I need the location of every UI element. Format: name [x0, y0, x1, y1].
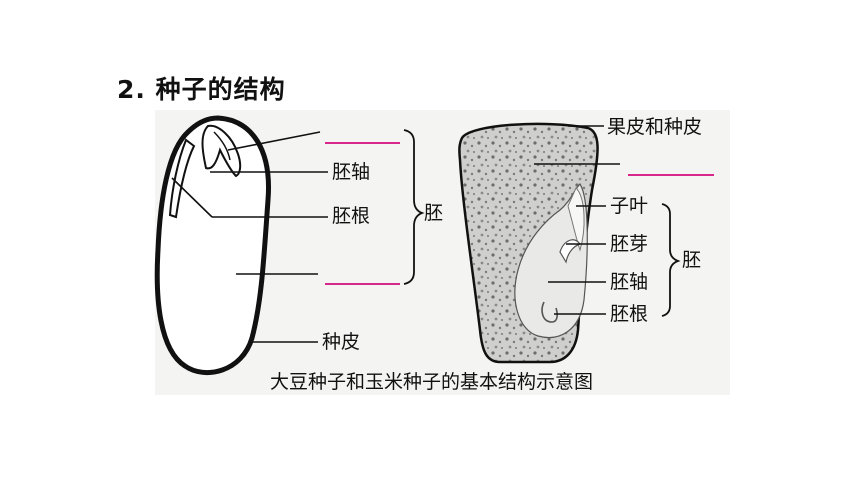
figure-caption: 大豆种子和玉米种子的基本结构示意图 — [270, 371, 593, 393]
corn-cotyledon — [567, 187, 585, 252]
soybean-plumule — [201, 124, 242, 178]
leader-plumule-blank — [227, 131, 321, 151]
soybean-outline — [154, 115, 272, 376]
corn-embryo — [514, 183, 588, 338]
label-soy-radicle: 胚根 — [332, 205, 370, 227]
bracket-soy-embryo — [403, 129, 425, 285]
bracket-corn-embryo — [661, 203, 681, 317]
label-pericarp-seed-coat: 果皮和种皮 — [607, 116, 702, 138]
label-corn-cotyledon: 子叶 — [610, 195, 648, 217]
label-soy-seed-coat: 种皮 — [322, 331, 360, 353]
label-soy-embryo: 胚 — [424, 202, 443, 224]
label-corn-plumule: 胚芽 — [610, 233, 648, 255]
soybean-seed — [154, 115, 272, 376]
label-corn-embryo: 胚 — [682, 249, 701, 271]
section-heading: 2. 种子的结构 — [117, 75, 286, 104]
corn-seed — [458, 122, 599, 364]
leader-radicle — [171, 177, 213, 218]
label-corn-axis: 胚轴 — [610, 271, 648, 293]
label-corn-radicle: 胚根 — [610, 303, 648, 325]
label-soy-axis: 胚轴 — [332, 161, 370, 183]
soybean-radicle — [168, 138, 196, 219]
